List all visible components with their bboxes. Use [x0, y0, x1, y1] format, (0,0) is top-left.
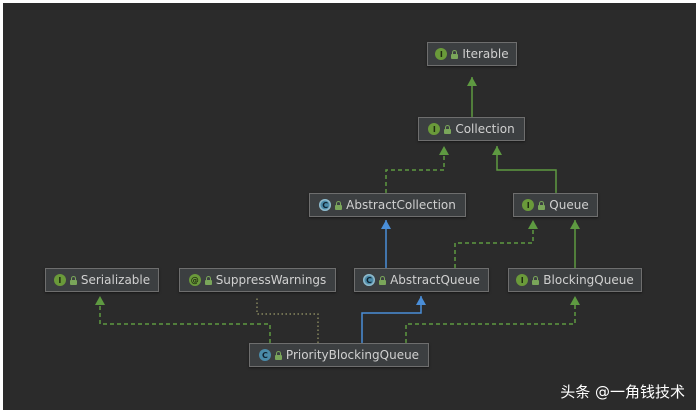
node-iterable[interactable]: I Iterable — [427, 42, 517, 66]
arrowhead-collection-2 — [492, 146, 502, 155]
node-priority-blocking-queue[interactable]: C PriorityBlockingQueue — [249, 343, 429, 367]
edge-abstractqueue-queue — [454, 220, 534, 268]
arrowhead-abstractqueue — [416, 296, 426, 305]
arrowhead-collection-1 — [439, 146, 449, 155]
node-label: AbstractCollection — [346, 198, 456, 212]
class-badge-icon: C — [258, 349, 271, 361]
node-label: Collection — [455, 122, 515, 136]
node-serializable[interactable]: I Serializable — [45, 268, 159, 292]
node-collection[interactable]: I Collection — [418, 117, 525, 141]
arrowhead-abstractcollection — [381, 220, 391, 229]
interface-badge-icon: I — [435, 48, 448, 60]
public-lock-icon — [274, 350, 282, 360]
public-lock-icon — [451, 49, 459, 59]
public-lock-icon — [444, 124, 452, 134]
arrowhead-iterable — [467, 77, 477, 86]
arrowhead-queue-1 — [528, 220, 538, 229]
public-lock-icon — [532, 275, 540, 285]
node-label: AbstractQueue — [390, 273, 480, 287]
public-lock-icon — [538, 200, 546, 210]
arrowhead-blockingqueue — [570, 296, 580, 305]
arrowhead-serializable — [95, 296, 105, 305]
public-lock-icon — [204, 275, 212, 285]
interface-badge-icon: I — [428, 123, 441, 135]
node-label: Queue — [549, 198, 589, 212]
node-blocking-queue[interactable]: I BlockingQueue — [508, 268, 642, 292]
node-abstract-queue[interactable]: C AbstractQueue — [354, 268, 489, 292]
edge-abstractcollection-collection — [385, 146, 445, 193]
node-suppress-warnings[interactable]: @ SuppressWarnings — [179, 268, 336, 292]
abstract-class-badge-icon: C — [363, 274, 376, 286]
arrowhead-queue-2 — [570, 220, 580, 229]
public-lock-icon — [69, 275, 77, 285]
node-label: Iterable — [462, 47, 509, 61]
public-lock-icon — [335, 200, 343, 210]
watermark-text: 头条 @一角钱技术 — [560, 383, 685, 401]
node-queue[interactable]: I Queue — [513, 193, 598, 217]
annotation-badge-icon: @ — [188, 274, 201, 286]
node-label: BlockingQueue — [543, 273, 634, 287]
interface-badge-icon: I — [522, 199, 535, 211]
edge-pbq-serializable — [99, 296, 271, 343]
interface-badge-icon: I — [516, 274, 529, 286]
interface-badge-icon: I — [53, 274, 66, 286]
node-label: PriorityBlockingQueue — [285, 348, 420, 362]
node-label: Serializable — [80, 273, 151, 287]
edge-pbq-suppresswarnings — [256, 296, 319, 343]
edge-queue-collection — [496, 146, 557, 193]
node-label: SuppressWarnings — [215, 273, 327, 287]
abstract-class-badge-icon: C — [319, 199, 332, 211]
edge-pbq-abstractqueue — [361, 296, 422, 343]
node-abstract-collection[interactable]: C AbstractCollection — [309, 193, 466, 217]
edge-pbq-blockingqueue — [405, 296, 576, 343]
public-lock-icon — [379, 275, 387, 285]
